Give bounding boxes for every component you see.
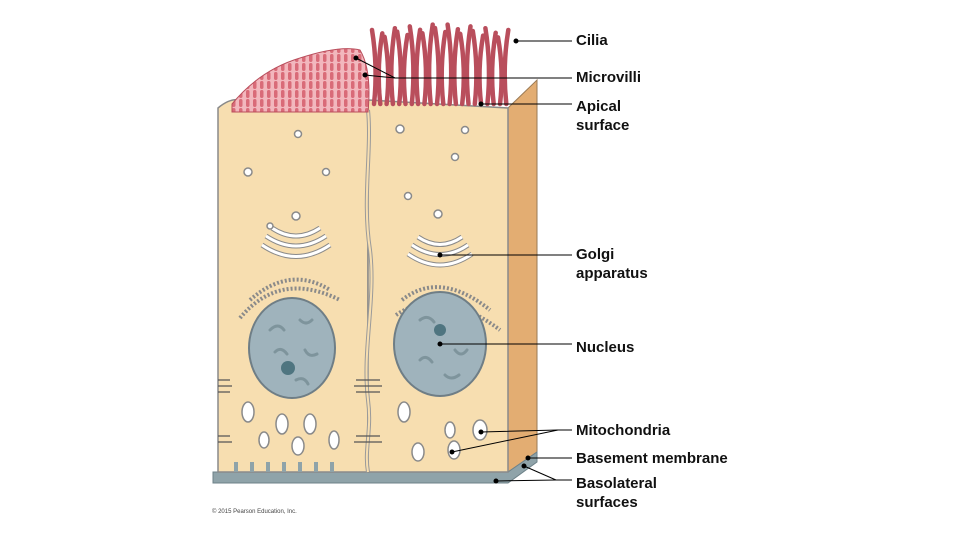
cilia [372, 25, 508, 104]
label-cilia: Cilia [576, 31, 608, 50]
nucleolus-left [281, 361, 295, 375]
label-golgi-line2: apparatus [576, 264, 648, 283]
copyright-credit: © 2015 Pearson Education, Inc. [212, 509, 297, 515]
label-microvilli: Microvilli [576, 68, 641, 87]
label-nucleus: Nucleus [576, 338, 634, 357]
label-golgi-apparatus: Golgi apparatus [576, 245, 648, 283]
label-basolateral-surfaces: Basolateral surfaces [576, 474, 657, 512]
side-face [508, 80, 537, 482]
label-basolateral-line1: Basolateral [576, 474, 657, 493]
label-basement-membrane: Basement membrane [576, 449, 728, 468]
nucleus-left [249, 298, 335, 398]
microvilli-border [232, 49, 369, 112]
label-apical-line1: Apical [576, 97, 629, 116]
label-apical-line2: surface [576, 116, 629, 135]
right-cell [368, 100, 508, 472]
label-apical-surface: Apical surface [576, 97, 629, 135]
label-golgi-line1: Golgi [576, 245, 648, 264]
left-cell [218, 100, 368, 472]
basal-folds [236, 462, 332, 472]
nucleolus-right [434, 324, 446, 336]
label-basolateral-line2: surfaces [576, 493, 657, 512]
label-mitochondria: Mitochondria [576, 421, 670, 440]
